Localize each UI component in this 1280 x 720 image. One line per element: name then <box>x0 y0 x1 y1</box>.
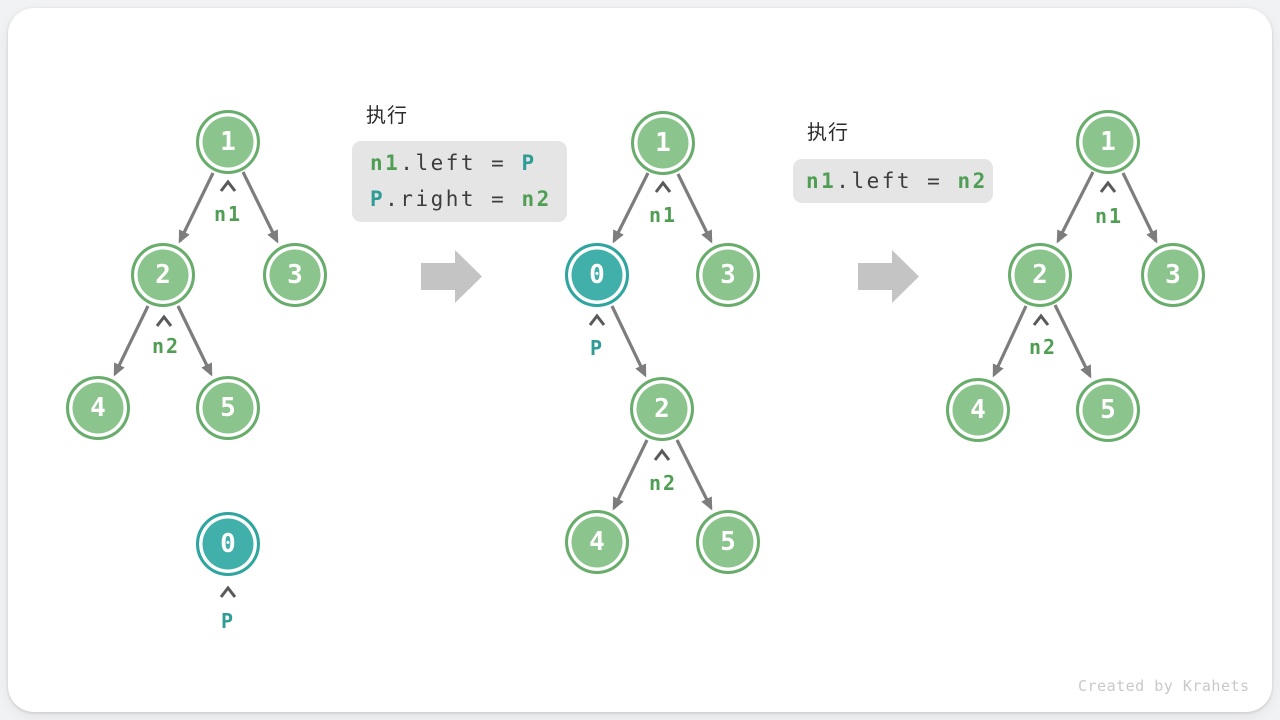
tree-node: 2 <box>131 243 195 307</box>
tree-node: 5 <box>196 376 260 440</box>
pointer-label-n2: n2 <box>1028 335 1058 359</box>
caret-up-icon <box>1099 180 1117 193</box>
tree-edge <box>612 439 649 511</box>
code-line: n1.left = n2 <box>806 167 993 196</box>
tree1-edges <box>113 171 279 377</box>
tree-node: 3 <box>696 243 760 307</box>
pointer-label-n1: n1 <box>648 203 678 227</box>
tree-node: 3 <box>1141 243 1205 307</box>
pointer-label-n1: n1 <box>213 202 243 226</box>
tree-node: 1 <box>631 111 695 175</box>
tree-node: 4 <box>66 376 130 440</box>
exec-title: 执行 <box>807 122 849 144</box>
code-line: n1.left = P <box>370 149 567 178</box>
code-token: n2 <box>957 168 988 193</box>
credit-text: Created by Krahets <box>1078 677 1250 695</box>
code-block: n1.left = n2 <box>793 159 993 203</box>
caret-up-icon <box>654 180 672 193</box>
tree-node: 5 <box>1076 378 1140 442</box>
caret-up-icon <box>219 585 237 598</box>
right-arrow-icon <box>858 250 919 303</box>
code-token: n2 <box>521 187 552 211</box>
tree-node: 1 <box>196 110 260 174</box>
tree-edge <box>992 305 1028 378</box>
caret-up-icon <box>653 448 671 461</box>
code-token: .left = <box>400 151 522 175</box>
tree-edge <box>113 305 150 377</box>
step-arrows <box>421 250 919 303</box>
code-token: .right = <box>385 187 522 211</box>
tree-edge <box>1053 304 1092 379</box>
caret-up-icon <box>155 314 173 327</box>
tree-edge <box>1121 172 1158 244</box>
tree2-edges <box>610 172 713 511</box>
tree-edge <box>612 172 650 244</box>
pointer-label-n2: n2 <box>151 334 181 358</box>
tree-edge <box>241 171 279 244</box>
code-token: P <box>521 151 537 175</box>
code-token: n1 <box>370 151 401 175</box>
pointer-label-n1: n1 <box>1094 204 1124 228</box>
tree-edge <box>610 305 647 378</box>
exec-title: 执行 <box>366 105 408 127</box>
pointer-carets <box>155 179 1117 598</box>
tree-edge <box>178 172 215 244</box>
tree-edge <box>1056 171 1095 244</box>
tree-node: 4 <box>565 510 629 574</box>
tree-edge <box>176 305 213 377</box>
caret-up-icon <box>219 179 237 192</box>
tree-node: 1 <box>1076 110 1140 174</box>
tree-edge <box>675 439 713 511</box>
tree-edge <box>676 173 713 244</box>
tree-node: 4 <box>946 378 1010 442</box>
pointer-label-n2: n2 <box>648 471 678 495</box>
code-token: P <box>370 187 386 211</box>
tree-node: 3 <box>263 243 327 307</box>
code-token: n1 <box>806 168 837 193</box>
code-token: .left = <box>836 168 958 193</box>
pointer-label-p: P <box>589 336 605 360</box>
caret-up-icon <box>1032 313 1050 326</box>
pointer-label-p: P <box>220 609 236 633</box>
tree-node-inserted: 0 <box>565 243 629 307</box>
code-line: P.right = n2 <box>370 185 567 214</box>
code-block: n1.left = P P.right = n2 <box>352 141 567 222</box>
tree3-edges <box>992 171 1158 379</box>
right-arrow-icon <box>421 250 482 303</box>
tree-node: 2 <box>1008 243 1072 307</box>
tree-node-detached: 0 <box>196 512 260 576</box>
tree-node: 5 <box>696 510 760 574</box>
tree-node: 2 <box>630 377 694 441</box>
caret-up-icon <box>588 313 606 326</box>
